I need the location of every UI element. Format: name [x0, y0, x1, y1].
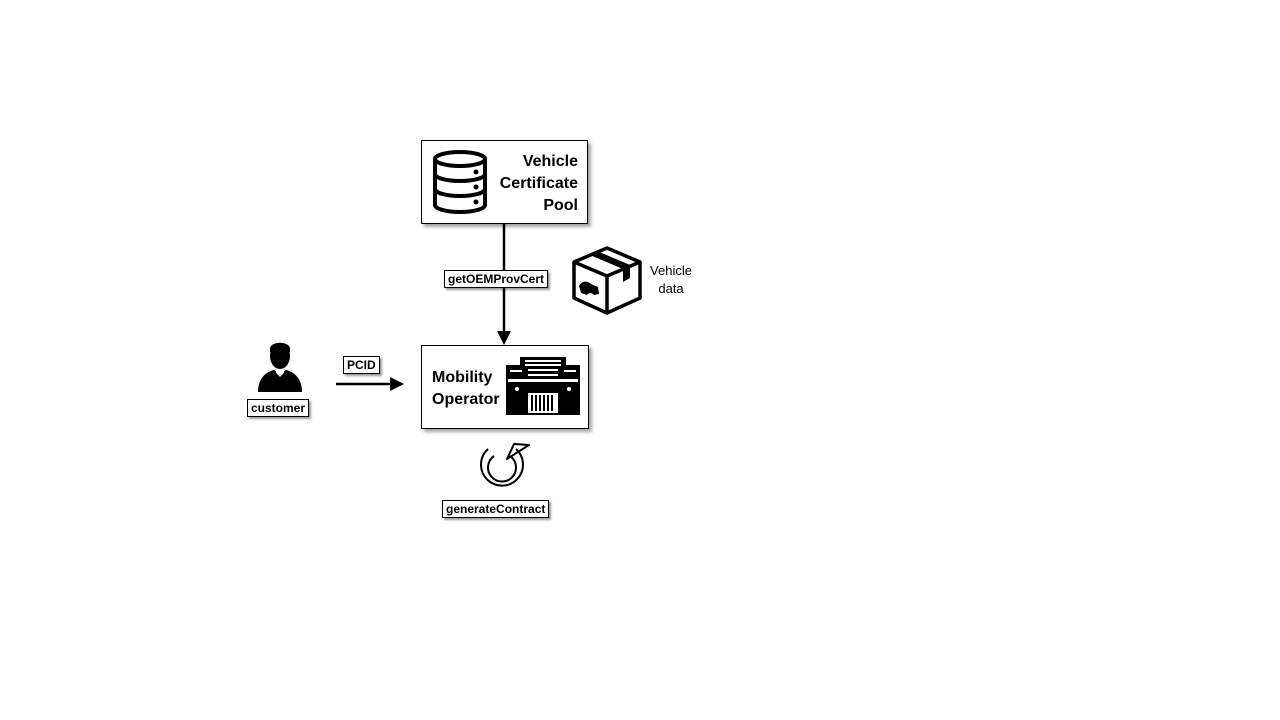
vehicle-certificate-pool-node[interactable]: Vehicle Certificate Pool — [421, 140, 588, 224]
actor-label-customer: customer — [247, 399, 310, 417]
pool-title-line-2: Certificate — [499, 175, 578, 192]
operator-title-line-1: Mobility — [432, 369, 493, 386]
edge-label-pcid: PCID — [343, 356, 380, 374]
mobility-operator-node[interactable]: Mobility Operator — [421, 345, 589, 429]
vehicle-data-line-1: Vehicle — [650, 263, 692, 278]
package-icon — [572, 246, 642, 315]
operator-title: Mobility Operator — [432, 367, 500, 411]
person-icon — [258, 342, 302, 392]
refresh-arrow-icon — [480, 443, 530, 487]
pool-title-line-1: Vehicle — [522, 153, 578, 170]
vehicle-data-line-2: data — [658, 281, 684, 296]
edge-label-get-oem-prov-cert: getOEMProvCert — [444, 270, 549, 288]
pool-title-line-3: Pool — [543, 197, 578, 214]
database-icon — [433, 150, 487, 214]
arrowhead-right — [390, 377, 404, 391]
pool-title: Vehicle Certificate Pool — [500, 151, 578, 217]
server-icon — [506, 357, 580, 415]
vehicle-data-label: Vehicle data — [642, 262, 700, 298]
arrowhead-down — [497, 331, 511, 345]
process-label-generate-contract: generateContract — [442, 500, 550, 518]
operator-title-line-2: Operator — [432, 391, 500, 408]
